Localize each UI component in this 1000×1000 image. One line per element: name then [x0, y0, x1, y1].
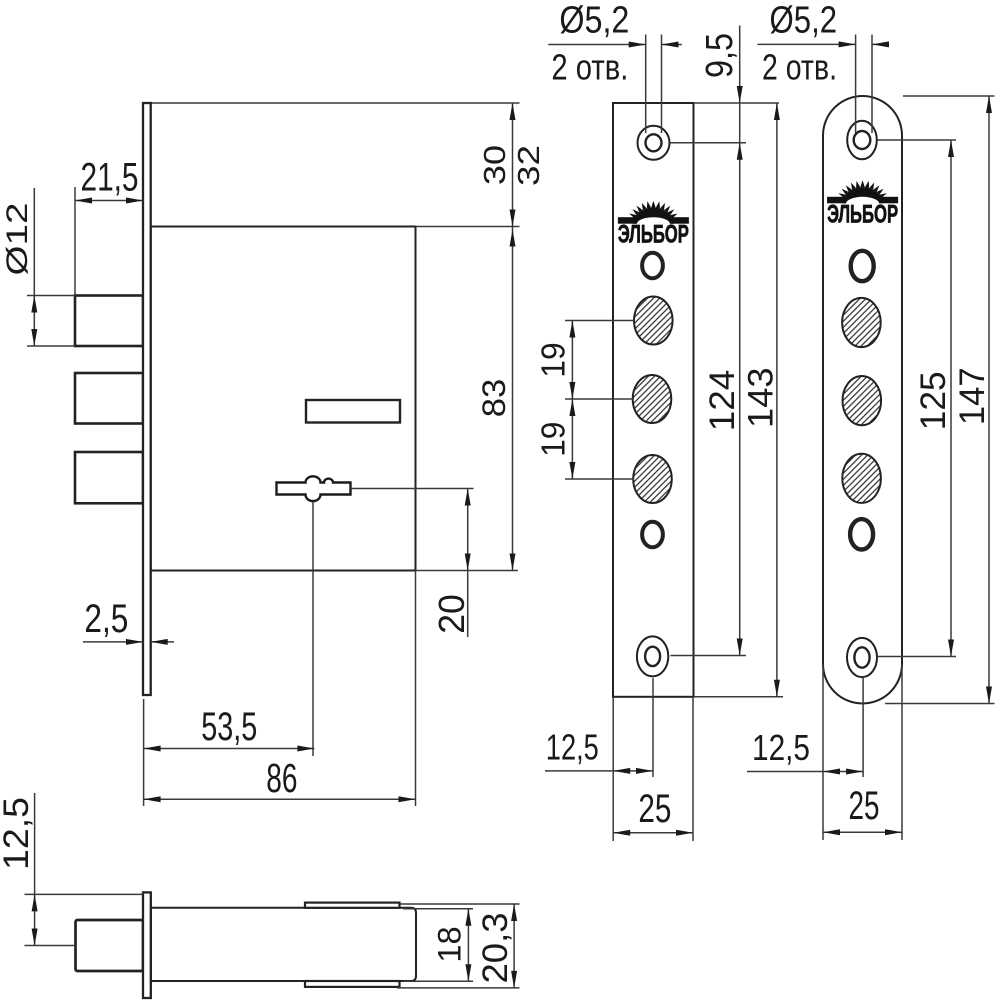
svg-text:Ø5,2: Ø5,2 — [770, 0, 838, 41]
svg-text:20,3: 20,3 — [476, 913, 515, 984]
svg-text:Ø5,2: Ø5,2 — [559, 0, 629, 41]
svg-text:Ø12: Ø12 — [1, 203, 34, 276]
svg-text:25: 25 — [638, 787, 671, 831]
svg-text:12,5: 12,5 — [0, 797, 36, 870]
svg-text:25: 25 — [849, 784, 880, 828]
svg-text:143: 143 — [742, 367, 781, 428]
svg-text:20: 20 — [431, 594, 472, 634]
svg-text:32: 32 — [511, 145, 546, 186]
svg-text:2 отв.: 2 отв. — [551, 47, 628, 88]
svg-text:53,5: 53,5 — [201, 705, 257, 749]
svg-text:12,5: 12,5 — [546, 726, 599, 767]
svg-text:83: 83 — [476, 379, 512, 418]
svg-text:125: 125 — [914, 371, 953, 430]
svg-text:86: 86 — [266, 755, 297, 801]
svg-text:19: 19 — [534, 342, 571, 377]
svg-text:147: 147 — [953, 367, 992, 425]
svg-text:9,5: 9,5 — [699, 33, 741, 78]
svg-text:30: 30 — [477, 145, 512, 185]
svg-text:12,5: 12,5 — [752, 727, 810, 768]
svg-text:2 отв.: 2 отв. — [762, 47, 837, 88]
svg-text:19: 19 — [534, 422, 571, 457]
svg-text:2,5: 2,5 — [84, 597, 128, 641]
svg-text:18: 18 — [432, 926, 468, 962]
svg-text:124: 124 — [703, 370, 742, 432]
svg-text:21,5: 21,5 — [81, 155, 139, 199]
